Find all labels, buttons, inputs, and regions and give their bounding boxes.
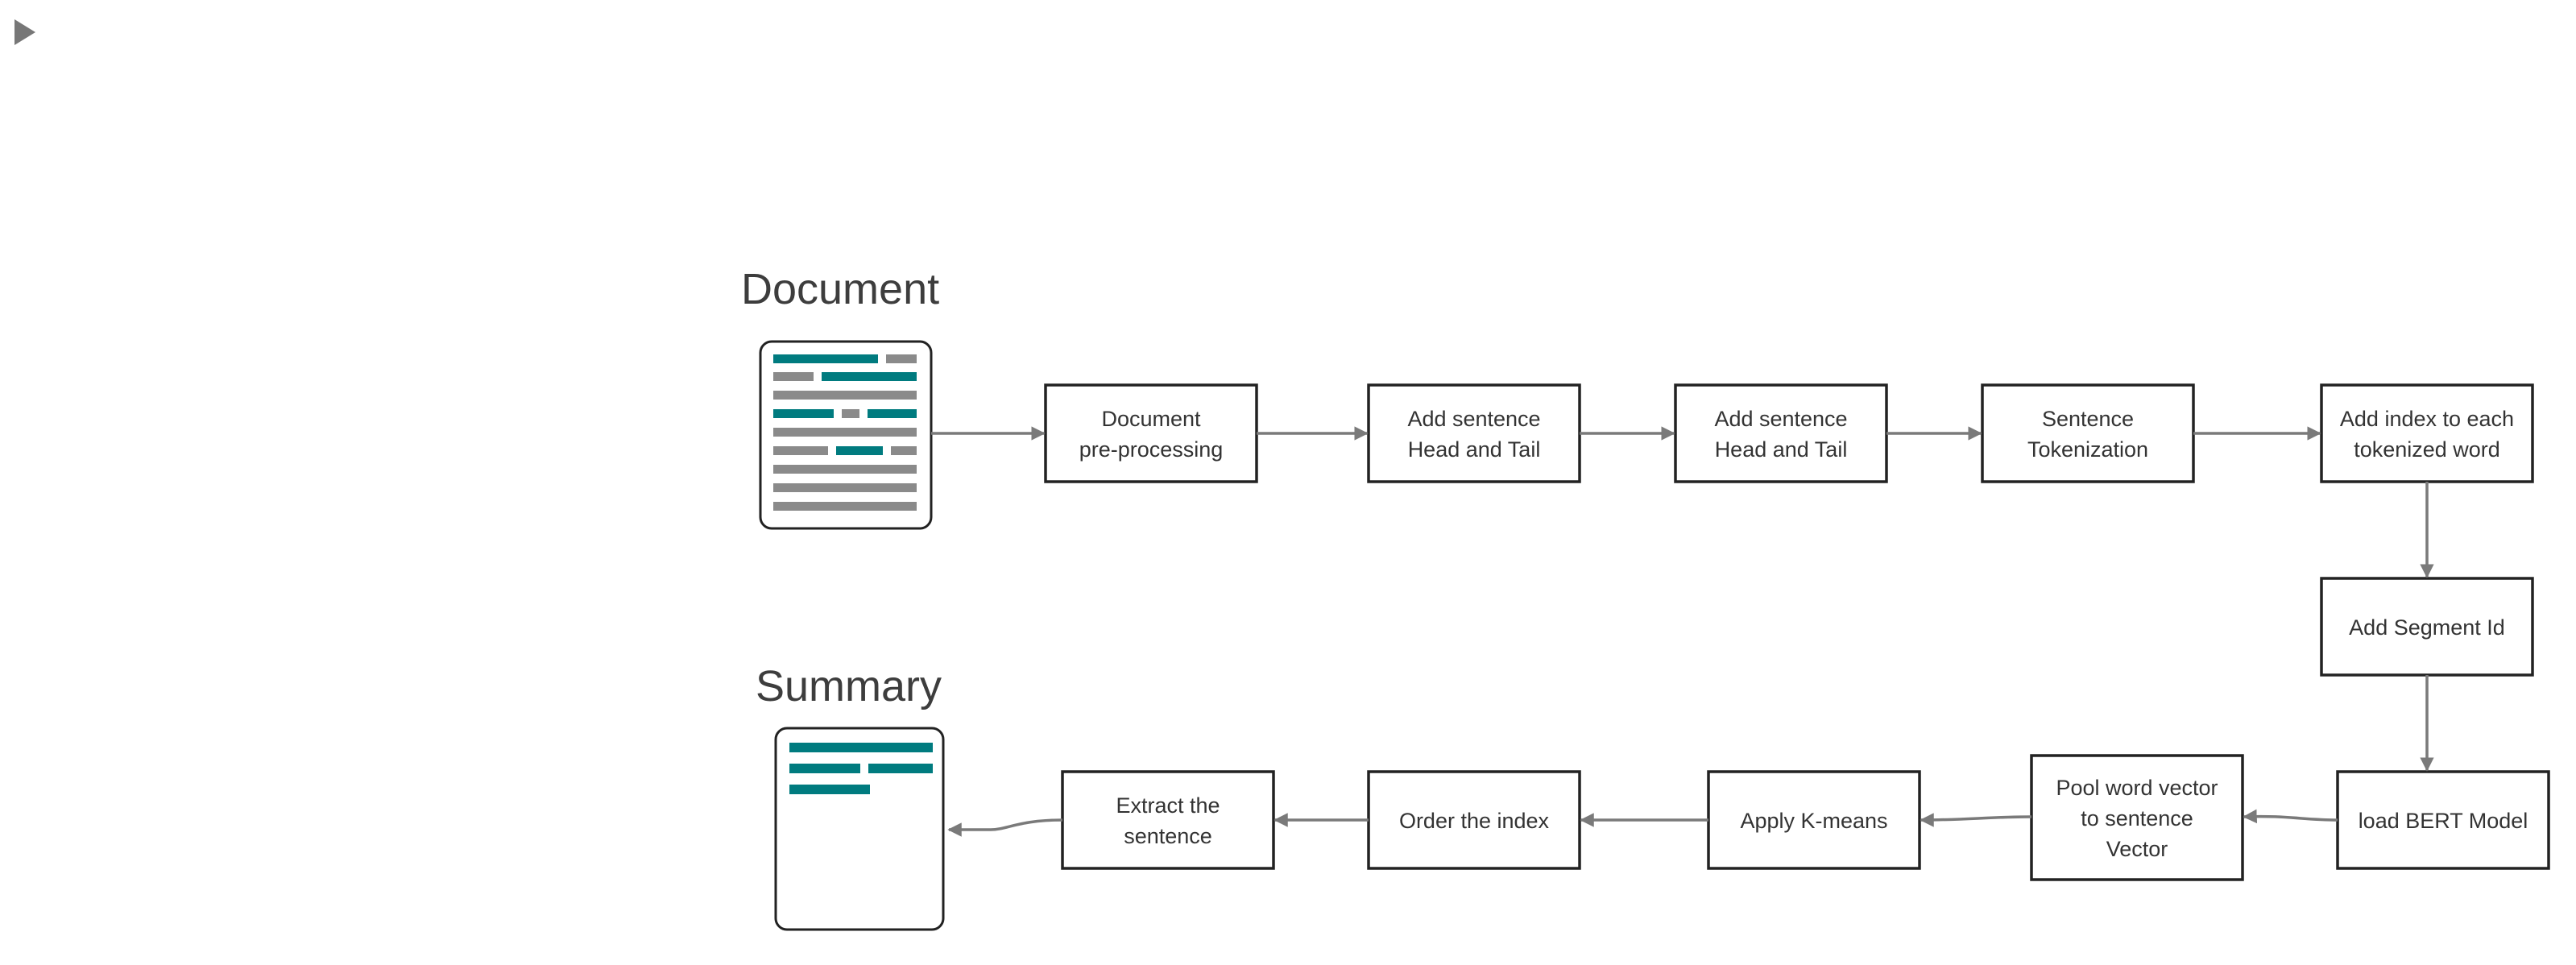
step-load-bert[interactable]: load BERT Model — [2336, 770, 2550, 870]
step-label-line: sentence — [1124, 824, 1212, 848]
step-label-line: pre-processing — [1079, 437, 1224, 462]
step-label-line: Vector — [2106, 837, 2168, 861]
step-label-line: Document — [1101, 407, 1201, 431]
connector-arrow — [1920, 813, 2032, 827]
document-heading: Document — [741, 265, 939, 313]
step-label-line: Head and Tail — [1408, 437, 1541, 462]
step-pool-word-vector[interactable]: Pool word vector to sentence Vector — [2030, 754, 2244, 881]
step-label-line: Sentence — [2042, 407, 2134, 431]
step-sentence-tokenization[interactable]: Sentence Tokenization — [1981, 383, 2195, 483]
connector-arrow — [2243, 809, 2338, 824]
step-label-line: Add index to each — [2340, 407, 2514, 431]
step-label-line: Extract the — [1116, 793, 1220, 818]
connector-arrow — [947, 818, 1063, 837]
step-label-line: load BERT Model — [2359, 809, 2528, 833]
step-label-line: Add sentence — [1407, 407, 1540, 431]
step-label-line: Add Segment Id — [2349, 615, 2505, 640]
step-label-line: Tokenization — [2027, 437, 2148, 462]
step-add-sentence-head-tail-2[interactable]: Add sentence Head and Tail — [1674, 383, 1888, 483]
step-label-line: Order the index — [1399, 809, 1550, 833]
step-label-line: Pool word vector — [2056, 776, 2218, 800]
step-label-line: Add sentence — [1714, 407, 1847, 431]
step-extract-sentence[interactable]: Extract the sentence — [1061, 770, 1275, 870]
step-add-segment-id[interactable]: Add Segment Id — [2320, 577, 2534, 677]
step-add-index[interactable]: Add index to each tokenized word — [2320, 383, 2534, 483]
step-label-line: Head and Tail — [1715, 437, 1848, 462]
step-order-index[interactable]: Order the index — [1367, 770, 1581, 870]
step-label-line: Apply K-means — [1740, 809, 1887, 833]
step-document-preprocessing[interactable]: Document pre-processing — [1044, 383, 1258, 483]
step-apply-kmeans[interactable]: Apply K-means — [1707, 770, 1921, 870]
step-label-line: to sentence — [2081, 806, 2193, 830]
summary-heading: Summary — [756, 662, 942, 710]
step-label-line: tokenized word — [2354, 437, 2500, 462]
step-add-sentence-head-tail-1[interactable]: Add sentence Head and Tail — [1367, 383, 1581, 483]
play-icon[interactable] — [14, 19, 35, 45]
summary-document-icon — [774, 727, 945, 931]
document-icon — [759, 340, 933, 530]
